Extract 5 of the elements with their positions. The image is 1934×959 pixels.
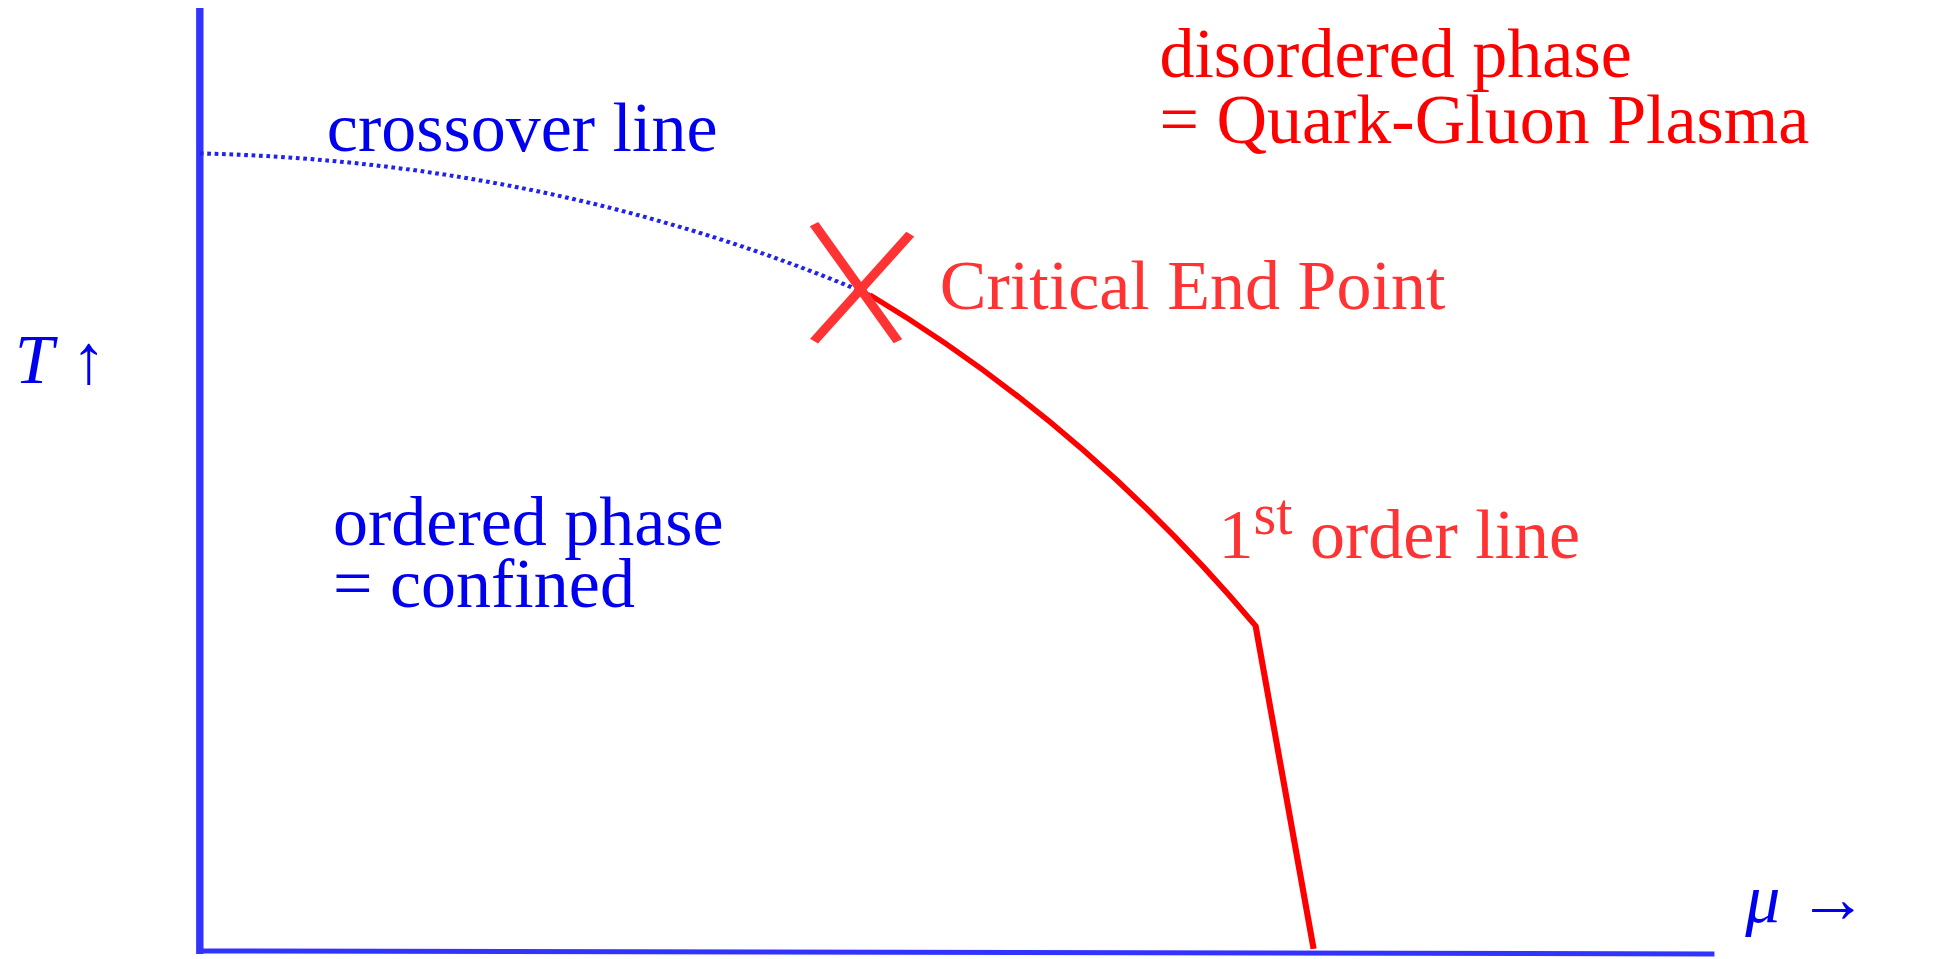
curve-label: crossover line (325, 88, 719, 168)
axis-label: μ → (1744, 860, 1869, 940)
axis-label: T ↑ (13, 321, 108, 400)
point-label: Critical End Point (938, 247, 1447, 327)
curve-label: 1$^{st}$ order line (1217, 482, 1582, 575)
